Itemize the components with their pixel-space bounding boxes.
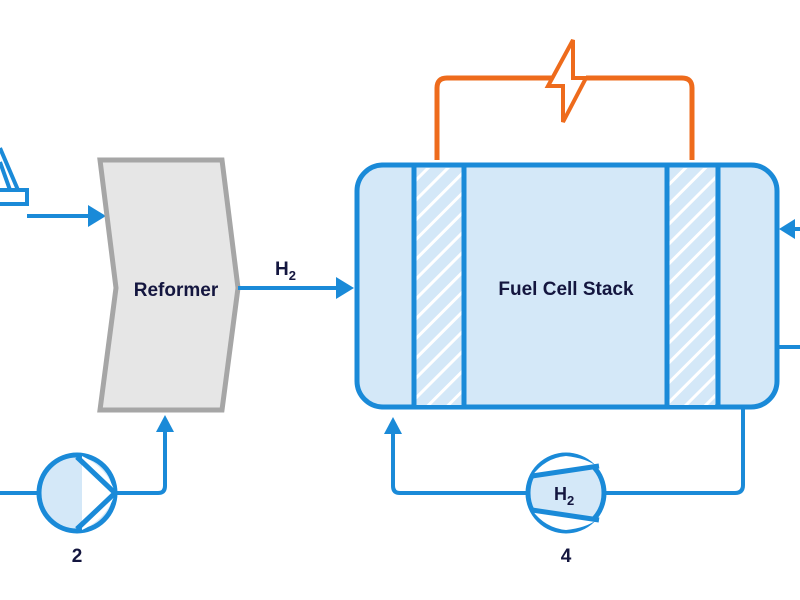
h2-stream-label: H2: [275, 259, 296, 283]
lightning-bolt-icon: [544, 39, 590, 123]
tank-to-reformer-line: [27, 205, 106, 227]
compressor-icon: H2: [525, 452, 607, 534]
fuel-cell-stack: Fuel Cell Stack: [354, 162, 780, 410]
fuel-cell-stack-label: Fuel Cell Stack: [498, 279, 634, 300]
cathode-membrane: [669, 168, 715, 405]
compressor-h2-label: H2: [554, 484, 574, 508]
blower-4-number: 4: [561, 546, 572, 567]
air-inlet-line: [779, 219, 800, 239]
recirculation-line: [384, 407, 745, 495]
reformer-label: Reformer: [134, 280, 219, 301]
pump-2-line: [0, 415, 174, 495]
pump-icon: [36, 452, 119, 534]
reformer-to-stack-line: H2: [238, 259, 354, 299]
anode-membrane: [416, 168, 462, 405]
electric-circuit-line: [434, 75, 695, 160]
pump-2-number: 2: [72, 546, 83, 567]
fuel-tank-icon: [0, 147, 29, 206]
reformer: Reformer: [97, 157, 241, 413]
